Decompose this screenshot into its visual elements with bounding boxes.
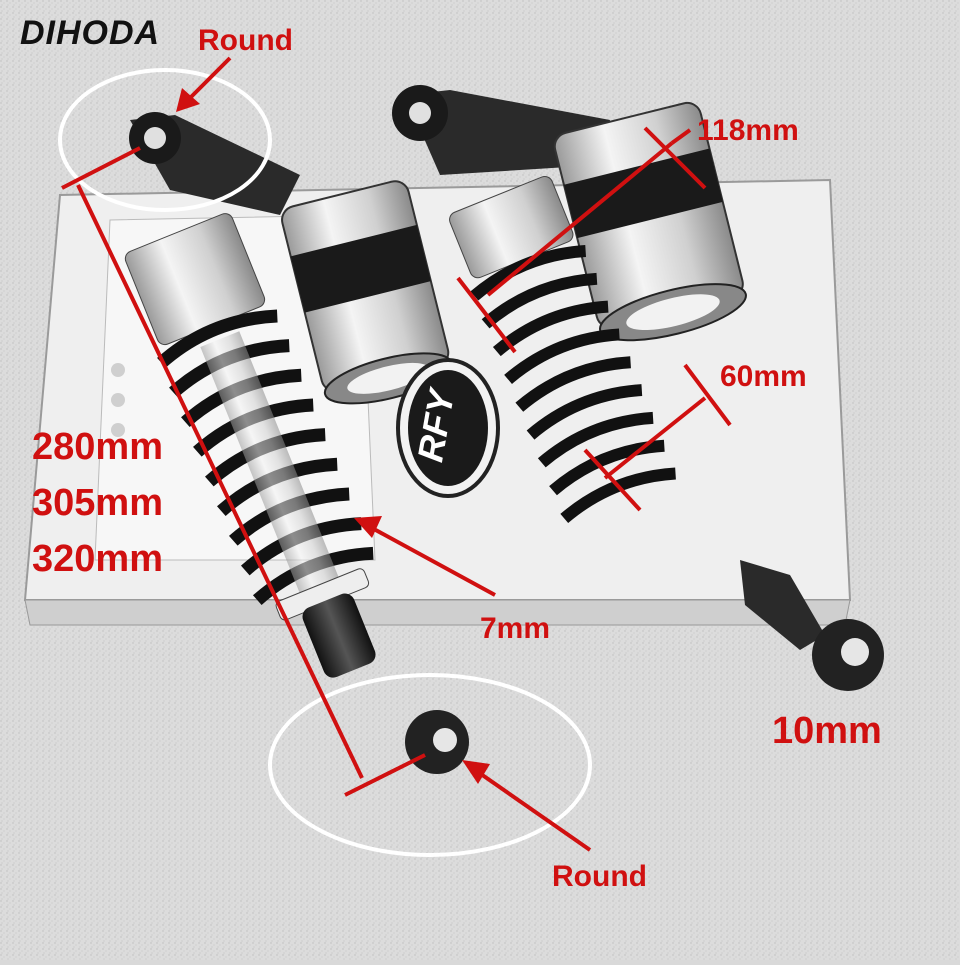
- wire-arrow: [371, 526, 496, 597]
- brand-logo: DIHODA: [20, 14, 161, 52]
- top-round-highlight: [58, 68, 272, 212]
- diameter-dimension-line: [486, 141, 674, 297]
- length-label-2: 305mm: [32, 482, 163, 524]
- length-bottom-tick: [344, 753, 426, 797]
- diameter-label: 118mm: [697, 114, 799, 147]
- diameter-leader: [670, 128, 692, 145]
- length-label-3: 320mm: [32, 538, 163, 580]
- diameter-tick-right: [643, 126, 707, 190]
- bolt-label: 10mm: [772, 710, 882, 752]
- bottom-round-highlight: [268, 673, 592, 857]
- right-shock: [392, 85, 884, 691]
- spring-dimension-line: [603, 396, 707, 480]
- round-bottom-arrow: [476, 770, 592, 852]
- spring-width-label: 60mm: [720, 360, 807, 393]
- left-shock: [124, 112, 469, 774]
- round-top-label: Round: [198, 24, 293, 57]
- length-dimension-line: [76, 184, 364, 779]
- round-bottom-label: Round: [552, 860, 647, 893]
- rfy-badge: RFY: [396, 358, 500, 498]
- round-top-arrow: [186, 56, 232, 102]
- length-top-tick: [61, 146, 141, 190]
- annotations: [58, 56, 732, 857]
- wire-label: 7mm: [480, 612, 551, 645]
- length-label-1: 280mm: [32, 426, 163, 468]
- spring-tick-right: [683, 363, 732, 427]
- diameter-tick-left: [456, 276, 517, 354]
- spring-tick-left: [583, 448, 642, 512]
